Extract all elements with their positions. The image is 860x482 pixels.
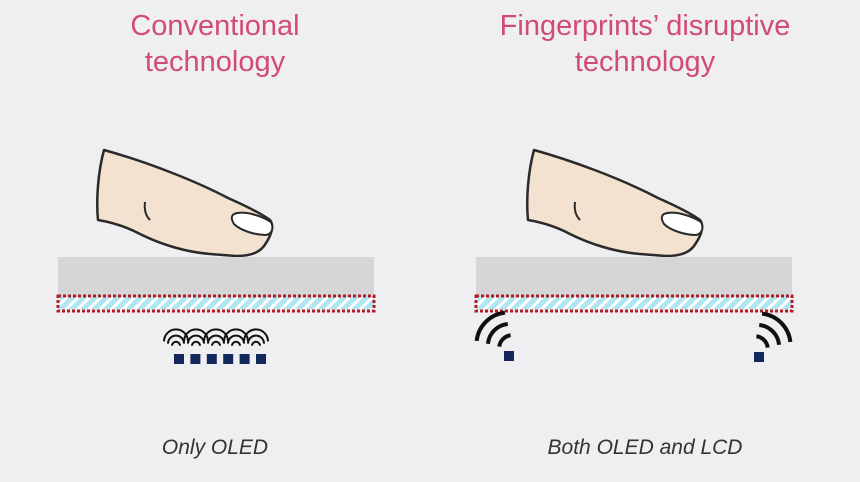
sensor-square-icon bbox=[239, 354, 250, 364]
sensor-square-icon bbox=[223, 354, 234, 364]
title-line-1: Fingerprints’ disruptive bbox=[499, 10, 791, 42]
sensor-left bbox=[474, 310, 514, 361]
finger-icon bbox=[526, 148, 704, 258]
display-border bbox=[56, 294, 376, 313]
panel-title: Fingerprints’ disruptive technology bbox=[430, 8, 860, 80]
panel-caption: Only OLED bbox=[161, 436, 269, 459]
wireless-signal-icon bbox=[474, 310, 512, 348]
scene-conventional bbox=[56, 148, 376, 364]
sensor-square-icon bbox=[190, 354, 201, 364]
panel-title: Conventional technology bbox=[0, 8, 430, 80]
title-line-2: technology bbox=[574, 46, 716, 78]
sensor-square-icon bbox=[256, 354, 266, 364]
panel-caption: Both OLED and LCD bbox=[547, 436, 743, 459]
sensor-right bbox=[754, 311, 793, 362]
panel-conventional: Conventional technology Only OLED bbox=[0, 8, 430, 459]
scene-disruptive bbox=[474, 148, 794, 362]
sensor-square-icon bbox=[174, 354, 184, 364]
wireless-signal-icon bbox=[755, 311, 793, 349]
sensor-square-icon bbox=[754, 352, 764, 362]
sensor-square-icon bbox=[504, 351, 514, 361]
display-layer bbox=[478, 297, 792, 309]
display-border bbox=[474, 294, 794, 313]
sensor-square-icon bbox=[206, 354, 217, 364]
cover-glass bbox=[58, 257, 374, 297]
wireless-signal-icon bbox=[243, 328, 269, 346]
panel-disruptive: Fingerprints’ disruptive technology bbox=[430, 0, 860, 482]
title-line-1: Conventional bbox=[130, 10, 300, 42]
finger-icon bbox=[96, 148, 274, 258]
display-layer bbox=[60, 297, 374, 309]
title-line-2: technology bbox=[144, 46, 286, 78]
sensor-array bbox=[163, 328, 269, 364]
cover-glass bbox=[476, 257, 792, 297]
